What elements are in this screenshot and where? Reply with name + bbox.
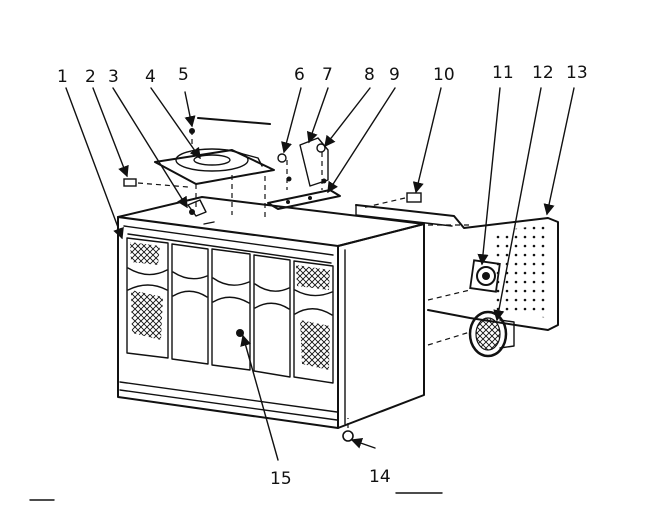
callout-6: 6 <box>294 65 305 85</box>
record-changer <box>154 148 275 220</box>
foot <box>342 418 354 442</box>
callout-labels: 1 2 3 4 5 6 7 8 9 10 11 12 13 14 15 <box>57 63 588 489</box>
tonearm <box>189 117 271 148</box>
callout-11: 11 <box>492 63 514 83</box>
callout-9: 9 <box>389 65 400 85</box>
callout-10: 10 <box>433 65 455 85</box>
callout-8: 8 <box>364 65 375 85</box>
back-panel <box>355 204 559 331</box>
callout-1: 1 <box>57 67 68 87</box>
callout-12: 12 <box>532 63 554 83</box>
leader-lines <box>65 87 575 461</box>
speaker <box>427 310 515 358</box>
callout-5: 5 <box>178 65 189 85</box>
cabinet <box>117 196 425 429</box>
callout-3: 3 <box>108 67 119 87</box>
callout-13: 13 <box>566 63 588 83</box>
callout-7: 7 <box>322 65 333 85</box>
callout-14: 14 <box>369 467 391 487</box>
callout-2: 2 <box>85 67 96 87</box>
callout-4: 4 <box>145 67 156 87</box>
cabinet-doors <box>126 237 334 384</box>
scan-marks <box>29 492 443 501</box>
switch-parts <box>123 178 215 225</box>
callout-15: 15 <box>270 469 292 489</box>
mounting-plate <box>267 189 341 210</box>
